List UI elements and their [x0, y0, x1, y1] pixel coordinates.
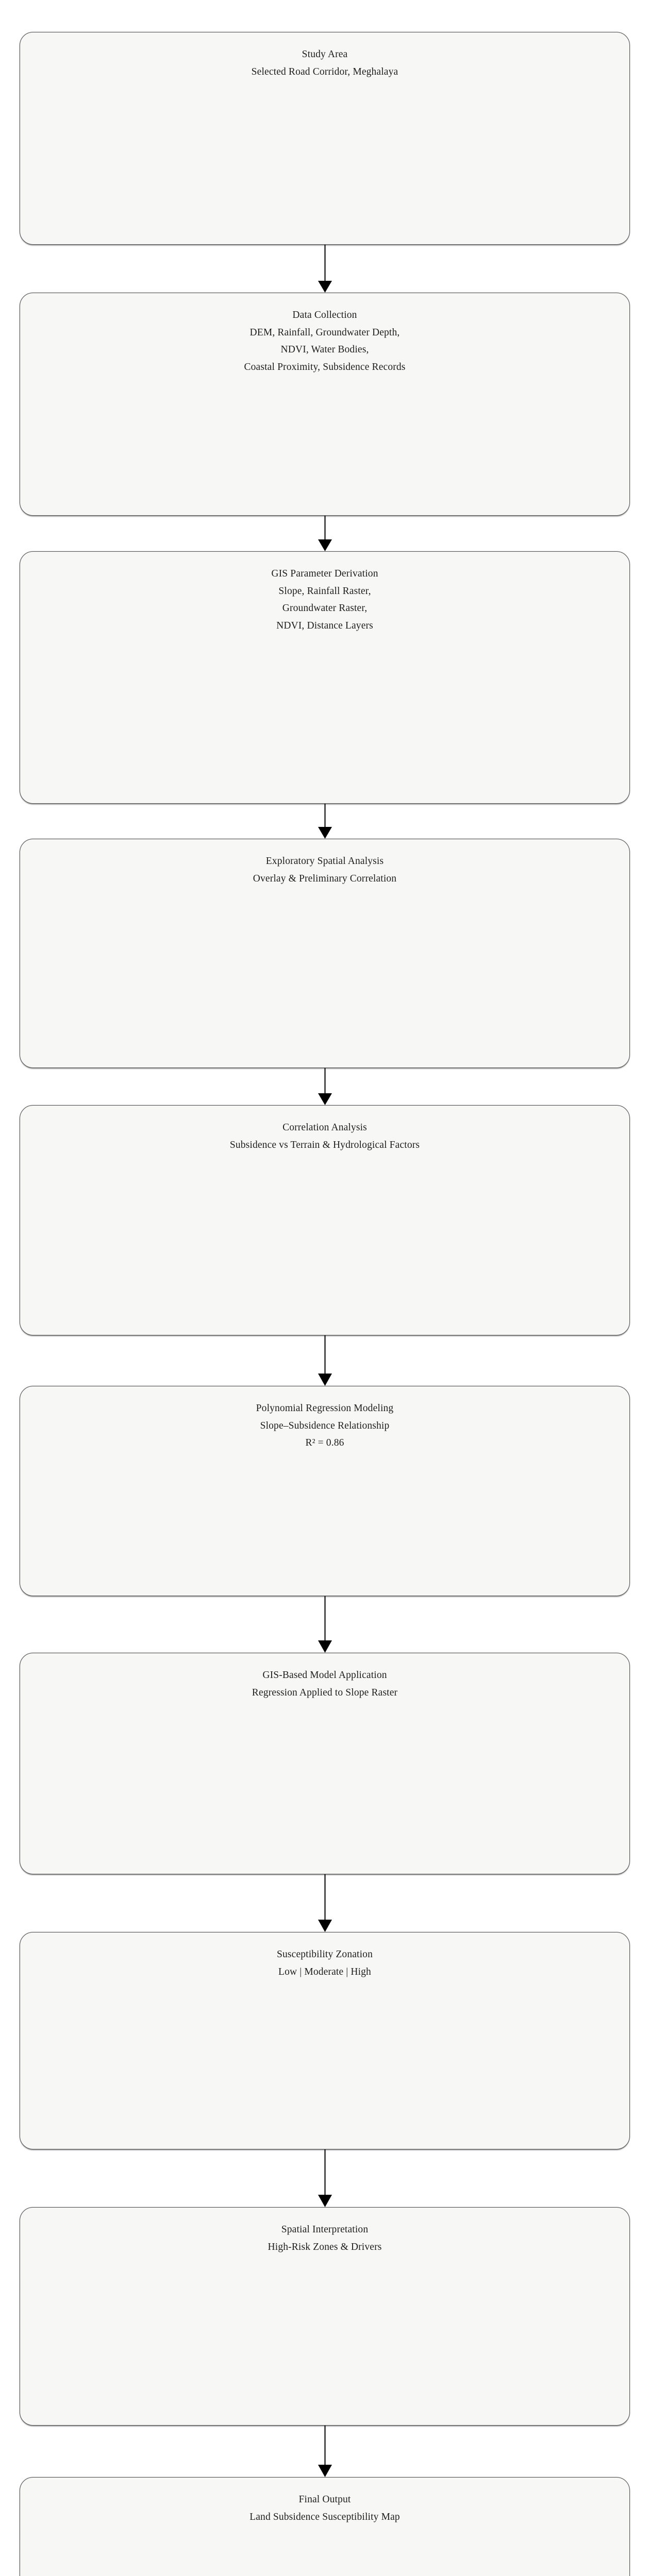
flow-step-text: Exploratory Spatial Analysis Overlay & P… [20, 839, 629, 887]
flow-step-text: GIS Parameter Derivation Slope, Rainfall… [20, 552, 629, 634]
connector-arrow-2 [0, 516, 650, 551]
flow-step-spatial-interpretation[interactable]: Spatial Interpretation High-Risk Zones &… [20, 2207, 630, 2426]
flow-step-gis-parameter-derivation[interactable]: GIS Parameter Derivation Slope, Rainfall… [20, 551, 630, 804]
flow-step-polynomial-regression-modeling[interactable]: Polynomial Regression Modeling Slope–Sub… [20, 1386, 630, 1596]
flow-step-text: Susceptibility Zonation Low | Moderate |… [20, 1933, 629, 1980]
flow-step-line: R² = 0.86 [305, 1437, 344, 1449]
flow-step-line: Exploratory Spatial Analysis [265, 856, 384, 867]
connector-arrow-8 [0, 2149, 650, 2207]
flow-step-line: NDVI, Water Bodies, [280, 344, 369, 355]
flow-step-line: Groundwater Raster, [282, 603, 368, 614]
flow-step-line: Coastal Proximity, Subsidence Records [244, 361, 406, 372]
flow-step-text: Final Output Land Subsidence Susceptibil… [20, 2478, 629, 2526]
flow-step-correlation-analysis[interactable]: Correlation Analysis Subsidence vs Terra… [20, 1105, 630, 1335]
connector-arrow-7 [0, 1874, 650, 1932]
flow-step-line: Land Subsidence Susceptibility Map [249, 2511, 400, 2522]
flow-step-susceptibility-zonation[interactable]: Susceptibility Zonation Low | Moderate |… [20, 1932, 630, 2149]
flow-step-line: Final Output [298, 2494, 351, 2505]
flow-step-line: Selected Road Corridor, Meghalaya [251, 66, 398, 77]
flow-step-text: Spatial Interpretation High-Risk Zones &… [20, 2208, 629, 2256]
flow-step-final-output[interactable]: Final Output Land Subsidence Susceptibil… [20, 2477, 630, 2576]
connector-arrow-4 [0, 1068, 650, 1105]
flow-step-line: Spatial Interpretation [281, 2224, 369, 2235]
flow-step-line: GIS Parameter Derivation [271, 568, 378, 579]
connector-arrow-6 [0, 1596, 650, 1653]
flow-step-line: Correlation Analysis [282, 1122, 367, 1133]
flow-step-data-collection[interactable]: Data Collection DEM, Rainfall, Groundwat… [20, 293, 630, 516]
flow-step-line: High-Risk Zones & Drivers [268, 2241, 382, 2252]
flow-step-line: Overlay & Preliminary Correlation [253, 873, 397, 884]
connector-arrow-3 [0, 804, 650, 839]
flow-step-gis-based-model-application[interactable]: GIS-Based Model Application Regression A… [20, 1653, 630, 1874]
flow-step-line: Low | Moderate | High [278, 1966, 371, 1977]
flow-step-line: Study Area [302, 49, 348, 60]
flow-step-line: GIS-Based Model Application [262, 1670, 387, 1681]
flow-step-text: Study Area Selected Road Corridor, Megha… [20, 32, 629, 80]
flow-step-exploratory-spatial-analysis[interactable]: Exploratory Spatial Analysis Overlay & P… [20, 839, 630, 1068]
flow-step-line: Susceptibility Zonation [277, 1949, 373, 1960]
connector-arrow-5 [0, 1335, 650, 1386]
flow-step-line: Regression Applied to Slope Raster [252, 1687, 398, 1698]
flow-step-text: Data Collection DEM, Rainfall, Groundwat… [20, 293, 629, 376]
flow-step-study-area[interactable]: Study Area Selected Road Corridor, Megha… [20, 32, 630, 245]
flow-step-line: DEM, Rainfall, Groundwater Depth, [249, 327, 400, 338]
flow-step-text: GIS-Based Model Application Regression A… [20, 1653, 629, 1701]
flow-step-text: Correlation Analysis Subsidence vs Terra… [20, 1106, 629, 1154]
connector-arrow-9 [0, 2426, 650, 2477]
flow-step-text: Polynomial Regression Modeling Slope–Sub… [20, 1386, 629, 1452]
connector-arrow-1 [0, 245, 650, 293]
flow-step-line: Subsidence vs Terrain & Hydrological Fac… [229, 1139, 420, 1150]
flow-step-line: NDVI, Distance Layers [276, 620, 373, 631]
flow-step-line: Data Collection [292, 310, 357, 320]
flow-step-line: Slope, Rainfall Raster, [278, 585, 371, 597]
flow-step-line: Slope–Subsidence Relationship [260, 1420, 390, 1431]
flow-step-line: Polynomial Regression Modeling [256, 1403, 394, 1414]
